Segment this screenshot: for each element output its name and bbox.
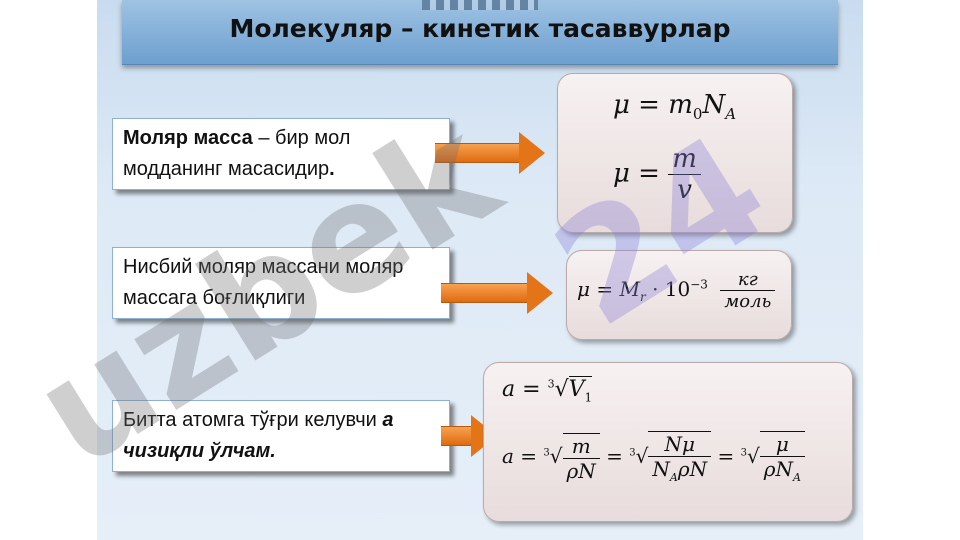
atom-size-definition: Битта атомга тўғри келувчи a чизиқли ўлч… [112, 400, 450, 472]
molar-mass-term: Моляр масса [123, 127, 253, 149]
formula-mu-m0-na: μ = m0NA [613, 90, 737, 124]
relative-molar-mass-definition: Нисбий моляр массани моляр массага боғли… [112, 247, 450, 319]
slide: Молекуляр – кинетик тасаввурлар Моляр ма… [97, 0, 863, 540]
arrow-icon [435, 132, 545, 174]
arrow-icon [441, 415, 497, 457]
molar-mass-text: – бир мол модданинг масасидир [123, 127, 351, 180]
molar-mass-dot: . [329, 158, 335, 180]
formula-a-cuberoot-v1: a = 3√V1 [502, 376, 593, 405]
title-ornament [422, 0, 538, 10]
title-bar: Молекуляр – кинетик тасаввурлар [122, 0, 838, 65]
arrow-icon [441, 272, 553, 314]
molar-mass-definition: Моляр масса – бир мол модданинг масасиди… [112, 118, 450, 190]
slide-title: Молекуляр – кинетик тасаввурлар [229, 14, 731, 43]
